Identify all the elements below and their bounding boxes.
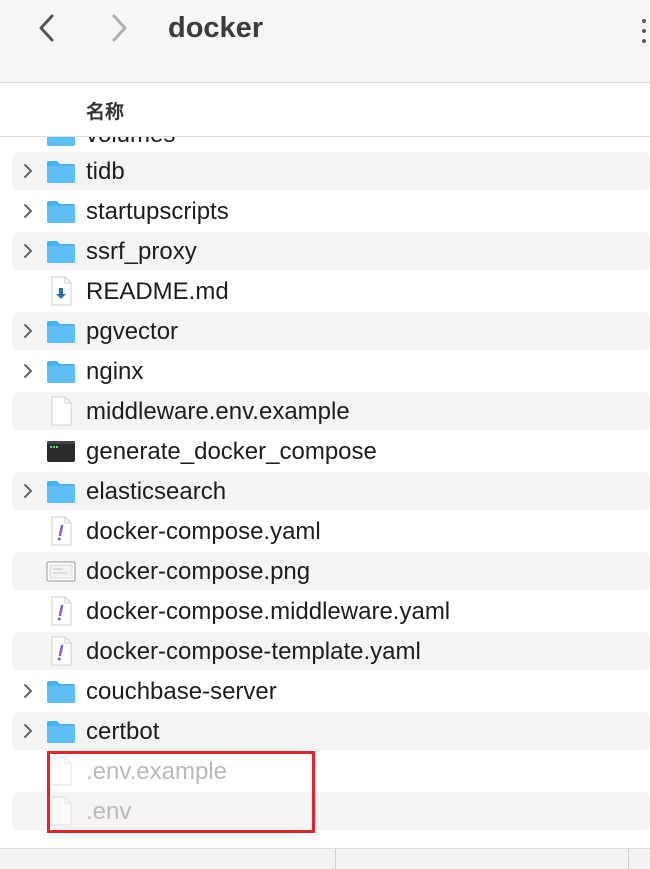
back-button[interactable] [30, 10, 66, 46]
list-item[interactable]: README.md [12, 272, 650, 310]
list-item[interactable]: certbot [12, 712, 650, 750]
document-icon [45, 755, 77, 787]
list-item[interactable]: .env [12, 792, 650, 830]
disclosure-chevron-icon[interactable] [21, 163, 35, 179]
ellipsis-dot-icon [641, 19, 646, 23]
folder-icon [45, 715, 77, 747]
disclosure-chevron-icon[interactable] [21, 483, 35, 499]
disclosure-chevron-icon[interactable] [21, 243, 35, 259]
list-item[interactable]: nginx [12, 352, 650, 390]
document-icon [45, 795, 77, 827]
folder-icon [45, 315, 77, 347]
list-item[interactable]: generate_docker_compose [12, 432, 650, 470]
yaml-file-icon [45, 515, 77, 547]
document-icon [45, 395, 77, 427]
list-item[interactable]: tidb [12, 152, 650, 190]
chevron-right-icon [102, 10, 138, 46]
folder-icon [45, 475, 77, 507]
bottom-bar [0, 848, 650, 869]
list-item-name: .env.example [86, 758, 227, 785]
disclosure-chevron-icon[interactable] [21, 363, 35, 379]
folder-icon [45, 235, 77, 267]
list-item[interactable]: docker-compose-template.yaml [12, 632, 650, 670]
list-item-name: docker-compose.png [86, 558, 311, 585]
list-item-name: startupscripts [86, 198, 229, 225]
list-item-name: elasticsearch [86, 478, 227, 505]
list-item[interactable]: ssrf_proxy [12, 232, 650, 270]
forward-button[interactable] [102, 10, 138, 46]
list-item-partial[interactable]: volumes [12, 137, 650, 151]
list-item-name: .env [86, 798, 132, 825]
list-item-name: ssrf_proxy [86, 238, 197, 265]
terminal-icon [45, 435, 77, 467]
list-item-name: pgvector [86, 318, 179, 345]
list-item[interactable]: docker-compose.middleware.yaml [12, 592, 650, 630]
list-item-name: couchbase-server [86, 678, 277, 705]
ellipsis-dot-icon [641, 39, 646, 43]
file-list: volumes tidb startupscripts ssrf_proxyREAD… [0, 137, 650, 848]
list-item[interactable]: .env.example [12, 752, 650, 790]
chevron-left-icon [30, 10, 66, 46]
list-item-name: docker-compose.yaml [86, 518, 321, 545]
list-item[interactable]: docker-compose.yaml [12, 512, 650, 550]
list-item[interactable]: startupscripts [12, 192, 650, 230]
list-item-name: certbot [86, 718, 160, 745]
yaml-file-icon [45, 595, 77, 627]
folder-icon [45, 675, 77, 707]
bar-divider [628, 849, 629, 869]
more-options-button[interactable] [637, 16, 650, 46]
list-item[interactable]: middleware.env.example [12, 392, 650, 430]
disclosure-chevron-icon[interactable] [21, 203, 35, 219]
list-item-name: docker-compose-template.yaml [86, 638, 421, 665]
disclosure-chevron-icon[interactable] [21, 723, 35, 739]
window-title: docker [168, 12, 264, 44]
list-item-name: volumes [86, 137, 175, 149]
folder-icon [45, 355, 77, 387]
image-file-icon [45, 555, 77, 587]
markdown-file-icon [45, 275, 77, 307]
list-item-name: generate_docker_compose [86, 438, 377, 465]
list-item[interactable]: couchbase-server [12, 672, 650, 710]
disclosure-chevron-icon[interactable] [21, 323, 35, 339]
ellipsis-dot-icon [641, 29, 646, 33]
disclosure-chevron-icon[interactable] [21, 683, 35, 699]
list-item-name: nginx [86, 358, 144, 385]
list-item-name: tidb [86, 158, 125, 185]
yaml-file-icon [45, 635, 77, 667]
list-item[interactable]: docker-compose.png [12, 552, 650, 590]
list-item-name: middleware.env.example [86, 398, 350, 425]
list-item[interactable]: elasticsearch [12, 472, 650, 510]
folder-icon [45, 155, 77, 187]
folder-icon [45, 195, 77, 227]
list-item[interactable]: pgvector [12, 312, 650, 350]
list-item-name: README.md [86, 278, 229, 305]
column-header: 名称 [0, 83, 650, 137]
column-header-name[interactable]: 名称 [86, 102, 125, 123]
folder-icon [45, 137, 77, 150]
toolbar: docker [0, 0, 650, 83]
bar-divider [335, 849, 336, 869]
list-item-name: docker-compose.middleware.yaml [86, 598, 451, 625]
